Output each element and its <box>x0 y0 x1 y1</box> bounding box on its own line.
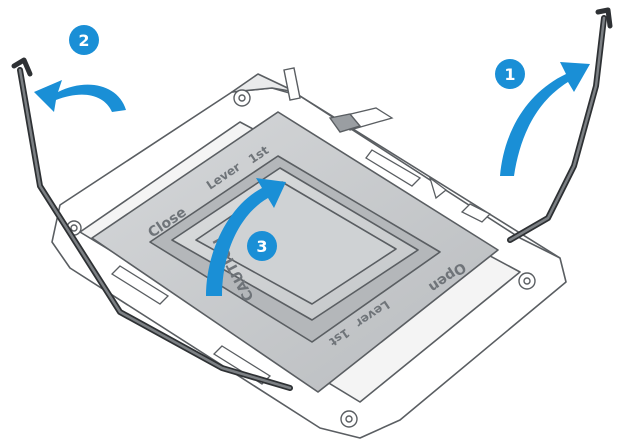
hinge-post <box>283 67 362 133</box>
step-badge-1: 1 <box>495 59 525 89</box>
badge-number: 2 <box>78 31 89 50</box>
badge-circle <box>495 59 525 89</box>
arrow-step-2 <box>34 80 126 112</box>
arrow-step-3 <box>206 178 286 296</box>
step-arrows <box>34 62 590 296</box>
badge-number: 3 <box>256 237 267 256</box>
left-lever <box>11 57 293 391</box>
badge-circle <box>69 25 99 55</box>
badge-number: 1 <box>504 65 515 84</box>
right-lever <box>507 7 613 243</box>
step-badge-2: 2 <box>69 25 99 55</box>
badge-circle <box>247 231 277 261</box>
step-badge-3: 3 <box>247 231 277 261</box>
arrow-step-1 <box>500 62 590 176</box>
